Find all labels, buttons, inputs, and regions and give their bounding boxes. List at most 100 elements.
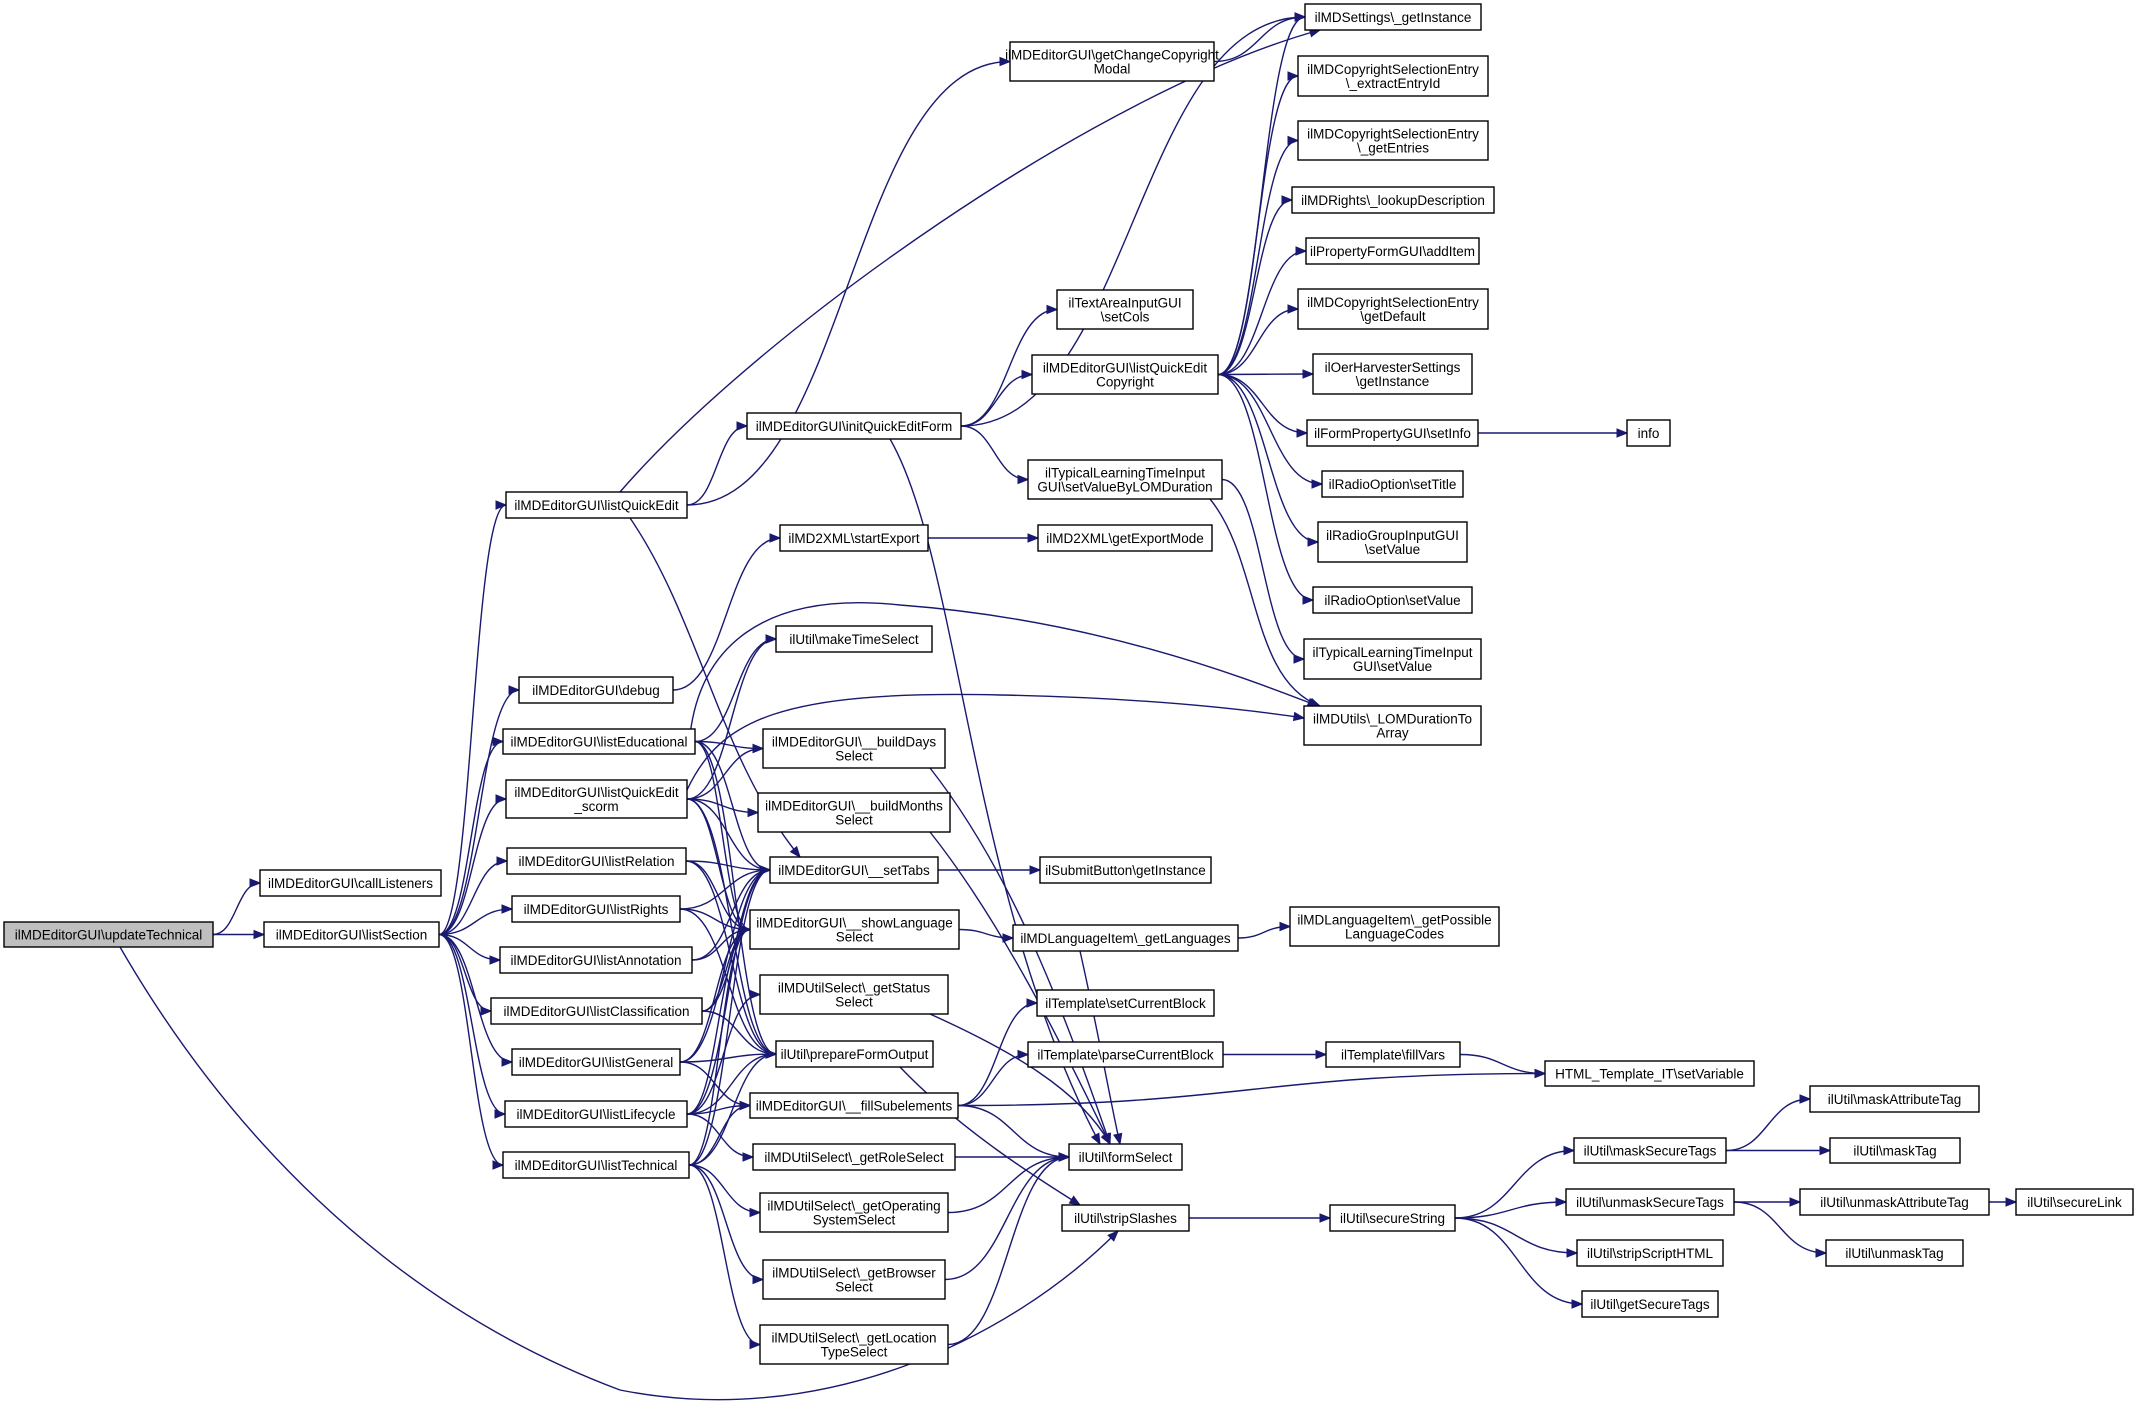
node-oerGetInstance[interactable]: ilOerHarvesterSettings\getInstance bbox=[1312, 353, 1473, 395]
node-box bbox=[1056, 289, 1194, 330]
node-listClassification[interactable]: ilMDEditorGUI\listClassification bbox=[490, 997, 703, 1025]
node-secureLink[interactable]: ilUtil\secureLink bbox=[2015, 1188, 2134, 1216]
node-listQuickEdit[interactable]: ilMDEditorGUI\listQuickEdit bbox=[505, 491, 688, 519]
edge-arrowhead bbox=[1287, 71, 1300, 81]
node-listQuickEditScorm[interactable]: ilMDEditorGUI\listQuickEdit_scorm bbox=[505, 779, 688, 819]
node-setCols[interactable]: ilTextAreaInputGUI\setCols bbox=[1056, 289, 1194, 330]
node-unmaskAttributeTag[interactable]: ilUtil\unmaskAttributeTag bbox=[1799, 1188, 1990, 1216]
node-listAnnotation[interactable]: ilMDEditorGUI\listAnnotation bbox=[499, 946, 693, 974]
edge-line bbox=[686, 1053, 777, 1115]
node-unmaskSecureTags[interactable]: ilUtil\unmaskSecureTags bbox=[1565, 1188, 1735, 1216]
node-maskTag[interactable]: ilUtil\maskTag bbox=[1829, 1137, 1961, 1164]
node-setInfo[interactable]: ilFormPropertyGUI\setInfo bbox=[1306, 419, 1479, 447]
edge-line bbox=[947, 1156, 1070, 1346]
node-getExportMode[interactable]: ilMD2XML\getExportMode bbox=[1037, 524, 1213, 552]
node-listLifecycle[interactable]: ilMDEditorGUI\listLifecycle bbox=[504, 1100, 688, 1128]
node-getEntries[interactable]: ilMDCopyrightSelectionEntry\_getEntries bbox=[1297, 120, 1489, 161]
node-fillVars[interactable]: ilTemplate\fillVars bbox=[1325, 1041, 1461, 1068]
node-formSelect[interactable]: ilUtil\formSelect bbox=[1068, 1143, 1183, 1171]
node-submitGetInstance[interactable]: ilSubmitButton\getInstance bbox=[1039, 856, 1212, 884]
node-listRights[interactable]: ilMDEditorGUI\listRights bbox=[511, 895, 681, 923]
node-label: ilMDUtils\_LOMDurationTo bbox=[1313, 712, 1472, 727]
node-callListeners[interactable]: ilMDEditorGUI\callListeners bbox=[259, 869, 442, 897]
edge-line bbox=[1217, 373, 1314, 376]
edge-listQuickEditCopyright-to-radioGroupSetValue bbox=[1217, 373, 1320, 547]
node-debug[interactable]: ilMDEditorGUI\debug bbox=[518, 676, 674, 704]
edge-line bbox=[694, 638, 777, 743]
node-setTitle[interactable]: ilRadioOption\setTitle bbox=[1321, 470, 1464, 498]
node-info[interactable]: info bbox=[1626, 419, 1671, 447]
node-startExport[interactable]: ilMD2XML\startExport bbox=[779, 524, 929, 552]
node-box bbox=[502, 1151, 690, 1179]
node-setValueByLOMDuration[interactable]: ilTypicalLearningTimeInputGUI\setValueBy… bbox=[1027, 459, 1223, 500]
node-getSecureTags[interactable]: ilUtil\getSecureTags bbox=[1581, 1290, 1719, 1318]
edge-line bbox=[1217, 373, 1314, 601]
node-secureString[interactable]: ilUtil\secureString bbox=[1329, 1204, 1456, 1232]
node-maskAttributeTag[interactable]: ilUtil\maskAttributeTag bbox=[1809, 1085, 1980, 1113]
edge-line bbox=[688, 1164, 761, 1346]
node-unmaskTag[interactable]: ilUtil\unmaskTag bbox=[1825, 1239, 1964, 1267]
node-settingsGetInstance[interactable]: ilMDSettings\_getInstance bbox=[1304, 3, 1482, 31]
node-listSection[interactable]: ilMDEditorGUI\listSection bbox=[263, 921, 440, 948]
node-setVariable[interactable]: HTML_Template_IT\setVariable bbox=[1544, 1060, 1755, 1087]
node-fillSubelements[interactable]: ilMDEditorGUI\__fillSubelements bbox=[749, 1092, 959, 1119]
node-box bbox=[1303, 705, 1482, 746]
edge-listEducational-to-lomDurationToArray bbox=[689, 602, 1320, 736]
node-listRelation[interactable]: ilMDEditorGUI\listRelation bbox=[506, 847, 687, 875]
node-label: Copyright bbox=[1096, 375, 1154, 390]
node-getRoleSelect[interactable]: ilMDUtilSelect\_getRoleSelect bbox=[752, 1143, 956, 1171]
edge-line bbox=[686, 747, 764, 800]
node-addItem[interactable]: ilPropertyFormGUI\addItem bbox=[1305, 237, 1480, 265]
edge-arrowhead bbox=[1287, 304, 1300, 314]
node-initQuickEditForm[interactable]: ilMDEditorGUI\initQuickEditForm bbox=[746, 412, 962, 440]
node-parseCurrentBlock[interactable]: ilTemplate\parseCurrentBlock bbox=[1027, 1041, 1224, 1068]
node-extractEntryId[interactable]: ilMDCopyrightSelectionEntry\_extractEntr… bbox=[1297, 55, 1489, 97]
node-getDefault[interactable]: ilMDCopyrightSelectionEntry\getDefault bbox=[1297, 288, 1489, 330]
edge-listQuickEditCopyright-to-addItem bbox=[1217, 246, 1308, 376]
node-label: ilMDSettings\_getInstance bbox=[1315, 10, 1472, 25]
edge-maskSecureTags-to-maskAttributeTag bbox=[1725, 1094, 1812, 1152]
node-radioOptionSetValue[interactable]: ilRadioOption\setValue bbox=[1312, 586, 1473, 614]
edge-arrowhead bbox=[1319, 1213, 1332, 1223]
node-label: ilUtil\stripSlashes bbox=[1074, 1211, 1177, 1226]
node-setTabs[interactable]: ilMDEditorGUI\__setTabs bbox=[769, 856, 939, 884]
edge-arrowhead bbox=[1555, 1197, 1568, 1207]
node-box bbox=[3, 921, 214, 948]
node-label: GUI\setValue bbox=[1353, 659, 1432, 674]
node-setCurrentBlock[interactable]: ilTemplate\setCurrentBlock bbox=[1036, 989, 1215, 1017]
node-label: ilUtil\maskSecureTags bbox=[1584, 1144, 1717, 1159]
edge-listQuickEditCopyright-to-getEntries bbox=[1217, 135, 1300, 376]
node-label: ilRadioOption\setTitle bbox=[1329, 477, 1457, 492]
node-label: ilUtil\unmaskSecureTags bbox=[1576, 1195, 1724, 1210]
node-stripScriptHTML[interactable]: ilUtil\stripScriptHTML bbox=[1576, 1239, 1724, 1267]
edge-arrowhead bbox=[494, 1109, 507, 1119]
node-radioGroupSetValue[interactable]: ilRadioGroupInputGUI\setValue bbox=[1317, 521, 1468, 563]
edge-line bbox=[672, 537, 781, 691]
node-label: ilMDEditorGUI\listRights bbox=[524, 902, 669, 917]
node-listEducational[interactable]: ilMDEditorGUI\listEducational bbox=[502, 728, 696, 755]
node-makeTimeSelect[interactable]: ilUtil\makeTimeSelect bbox=[775, 625, 933, 653]
node-getPossibleLanguageCodes[interactable]: ilMDLanguageItem\_getPossibleLanguageCod… bbox=[1289, 906, 1500, 947]
node-prepareFormOutput[interactable]: ilUtil\prepareFormOutput bbox=[775, 1040, 934, 1068]
node-listGeneral[interactable]: ilMDEditorGUI\listGeneral bbox=[511, 1048, 681, 1076]
node-lookupDescription[interactable]: ilMDRights\_lookupDescription bbox=[1291, 186, 1495, 214]
edge-arrowhead bbox=[1021, 369, 1034, 380]
node-stripSlashes[interactable]: ilUtil\stripSlashes bbox=[1061, 1204, 1190, 1232]
node-label: \_extractEntryId bbox=[1346, 76, 1441, 91]
node-box bbox=[1565, 1188, 1735, 1216]
node-maskSecureTags[interactable]: ilUtil\maskSecureTags bbox=[1573, 1137, 1727, 1164]
node-listTechnical[interactable]: ilMDEditorGUI\listTechnical bbox=[502, 1151, 690, 1179]
edge-line bbox=[929, 1013, 1111, 1145]
node-getLanguages[interactable]: ilMDLanguageItem\_getLanguages bbox=[1012, 924, 1239, 952]
